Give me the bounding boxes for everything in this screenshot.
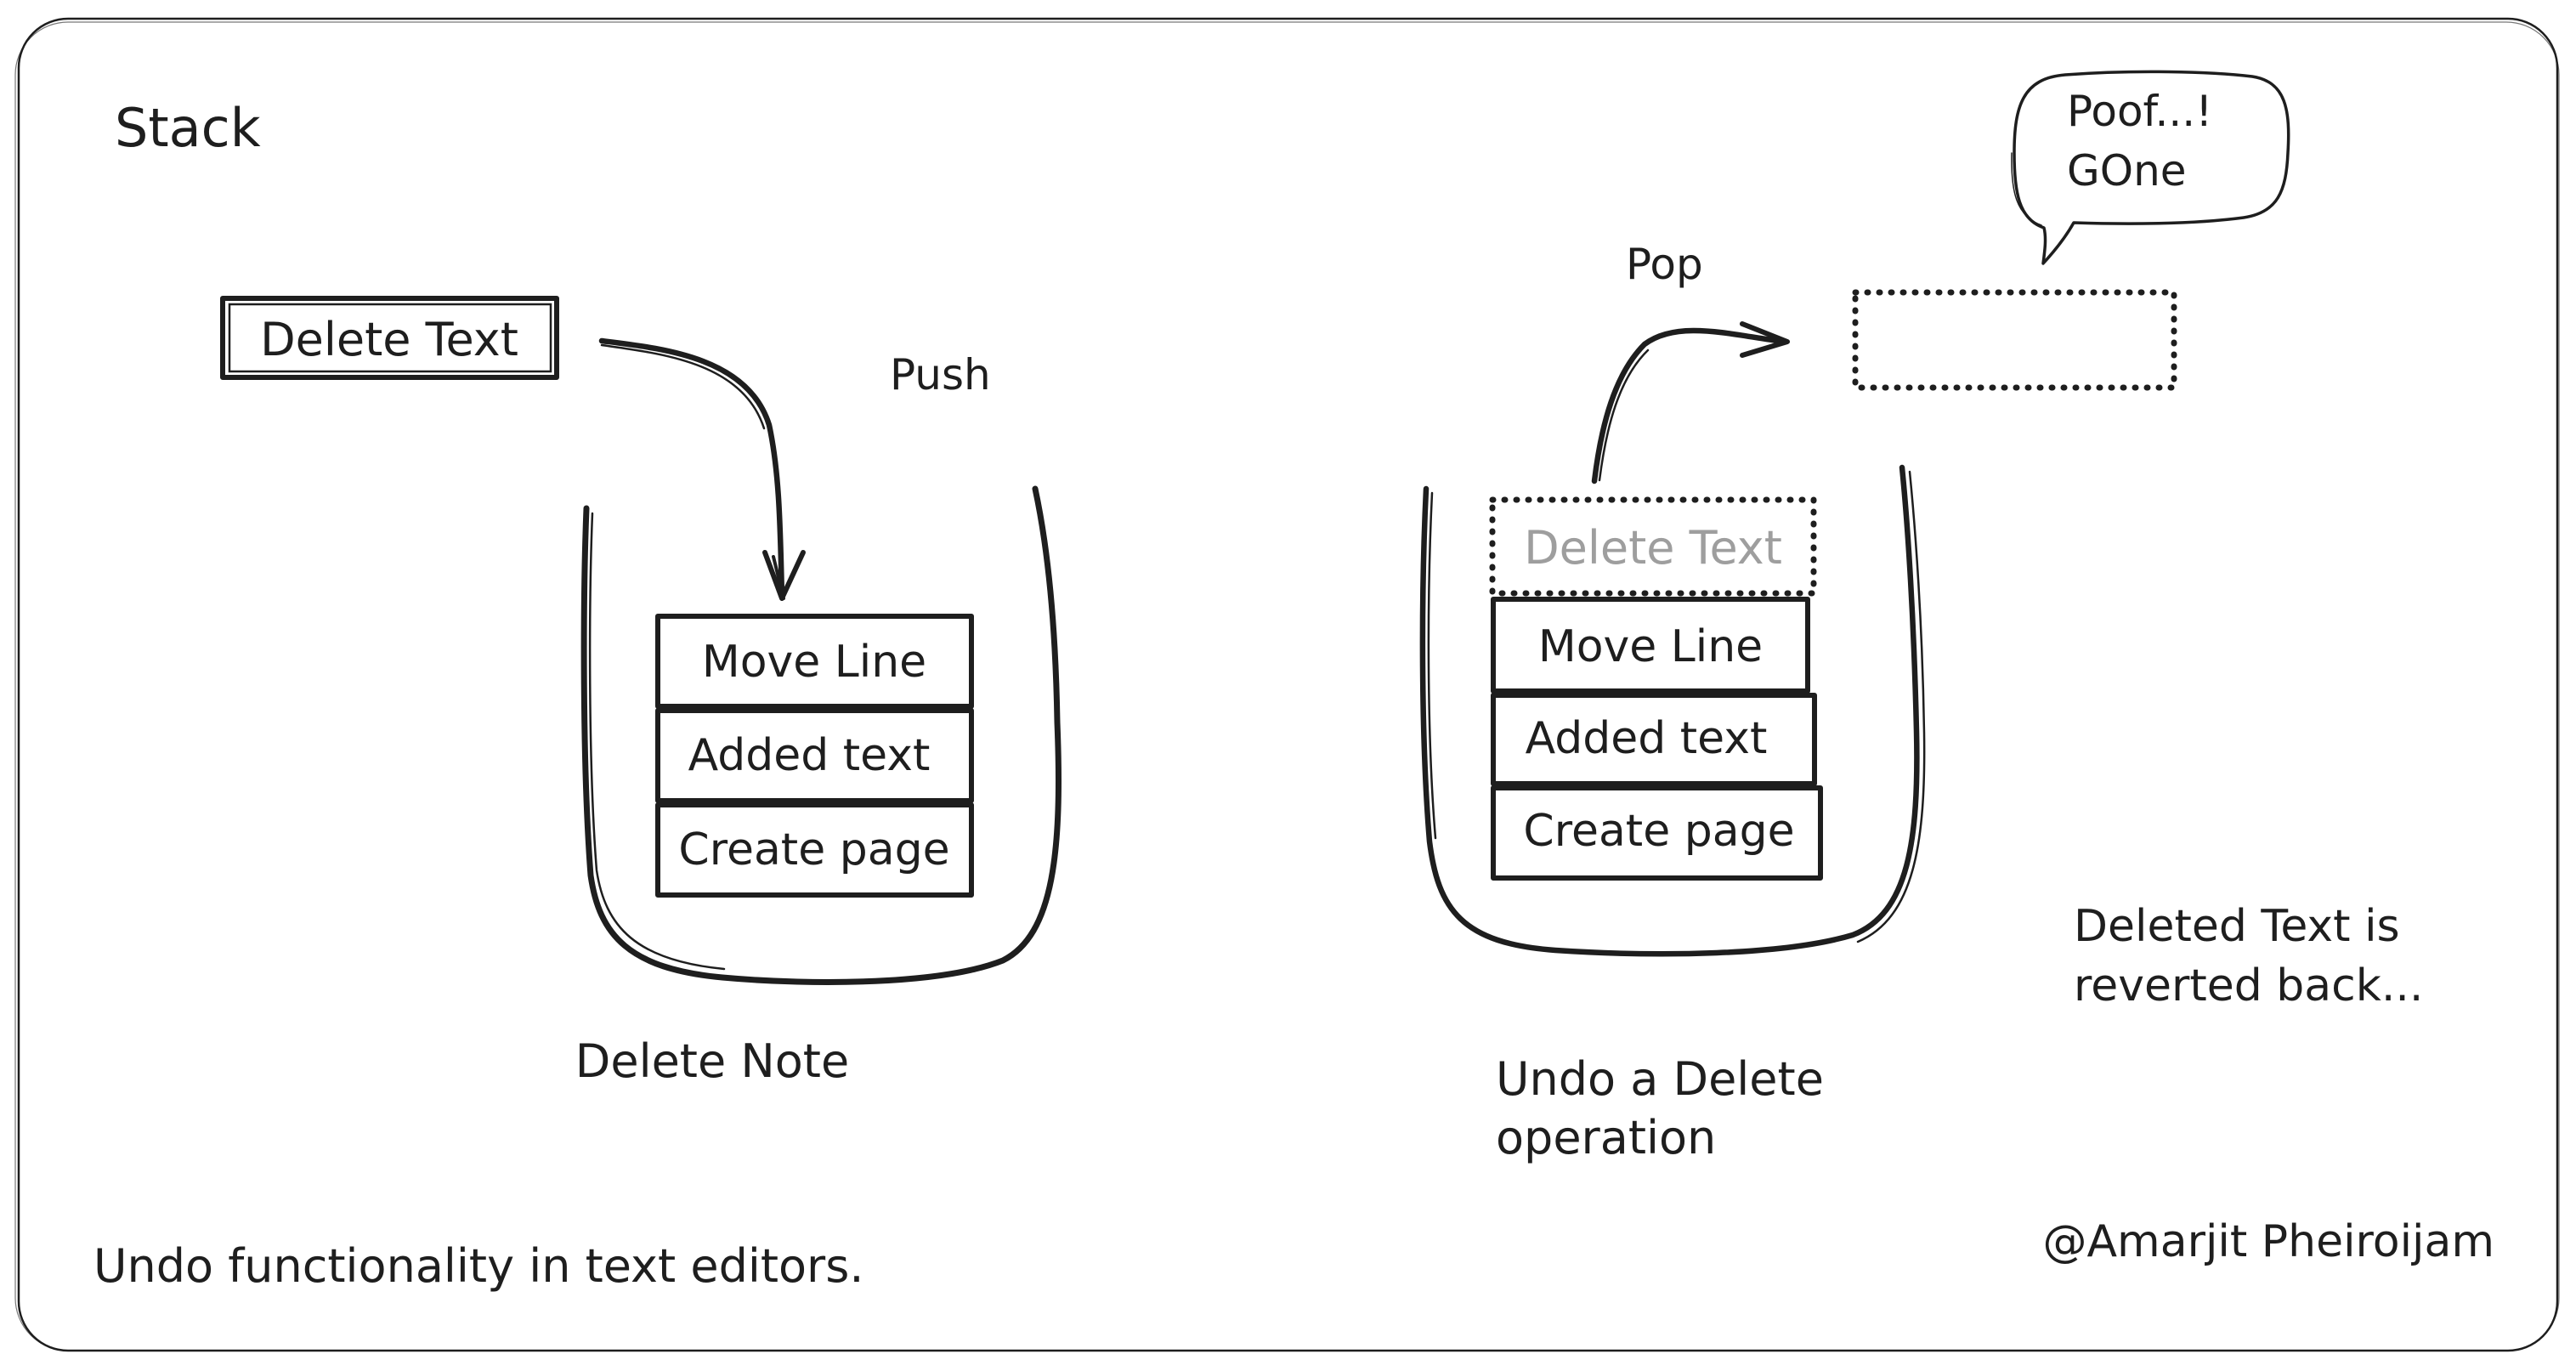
left-stack-item-label: Added text xyxy=(688,730,931,781)
left-diagram-label: Delete Note xyxy=(575,1034,849,1088)
right-stack-item-label: Added text xyxy=(1526,713,1768,764)
diagram-caption: Undo functionality in text editors. xyxy=(93,1239,864,1293)
outer-frame xyxy=(14,17,2560,1352)
author-credit: @Amarjit Pheiroijam xyxy=(2042,1216,2494,1267)
revert-note-line2: reverted back... xyxy=(2074,960,2423,1011)
popped-item-label: Delete Text xyxy=(1524,521,1782,575)
right-stack-item-3: Create page xyxy=(1491,785,1823,881)
left-stack-item-2: Added text xyxy=(655,708,974,803)
speech-bubble: Poof...! GOne xyxy=(2011,70,2290,265)
left-diagram: Delete Text Push Move Line Added text Cr… xyxy=(220,296,1062,1088)
speech-bubble-line1: Poof...! xyxy=(2067,87,2212,136)
popped-item-box: Delete Text xyxy=(1489,496,1817,597)
revert-note-line1: Deleted Text is xyxy=(2074,901,2400,952)
incoming-item-label: Delete Text xyxy=(260,313,518,366)
push-arrow xyxy=(598,337,806,601)
right-stack-item-2: Added text xyxy=(1491,693,1817,786)
incoming-item-box: Delete Text xyxy=(220,296,559,380)
left-stack-item-3: Create page xyxy=(655,802,974,898)
left-stack-item-label: Create page xyxy=(678,824,949,875)
popped-slot-placeholder xyxy=(1852,289,2177,391)
right-diagram-label-line1: Undo a Delete xyxy=(1496,1052,1824,1106)
left-stack-item-1: Move Line xyxy=(655,614,974,709)
right-stack-item-label: Create page xyxy=(1523,806,1794,857)
right-stack-item-label: Move Line xyxy=(1538,621,1763,672)
right-stack-item-1: Move Line xyxy=(1491,597,1810,694)
pop-label: Pop xyxy=(1626,240,1703,289)
left-stack-container xyxy=(580,485,1062,985)
pop-arrow xyxy=(1591,321,1790,484)
right-diagram: Pop Poof...! GOne Delete Text Move Line xyxy=(1419,70,2423,1164)
push-label: Push xyxy=(890,350,991,399)
diagram-title: Stack xyxy=(115,97,261,159)
left-stack-item-label: Move Line xyxy=(702,637,926,688)
right-stack-container xyxy=(1419,464,1926,957)
right-diagram-label-line2: operation xyxy=(1496,1111,1716,1164)
speech-bubble-line2: GOne xyxy=(2067,146,2187,195)
